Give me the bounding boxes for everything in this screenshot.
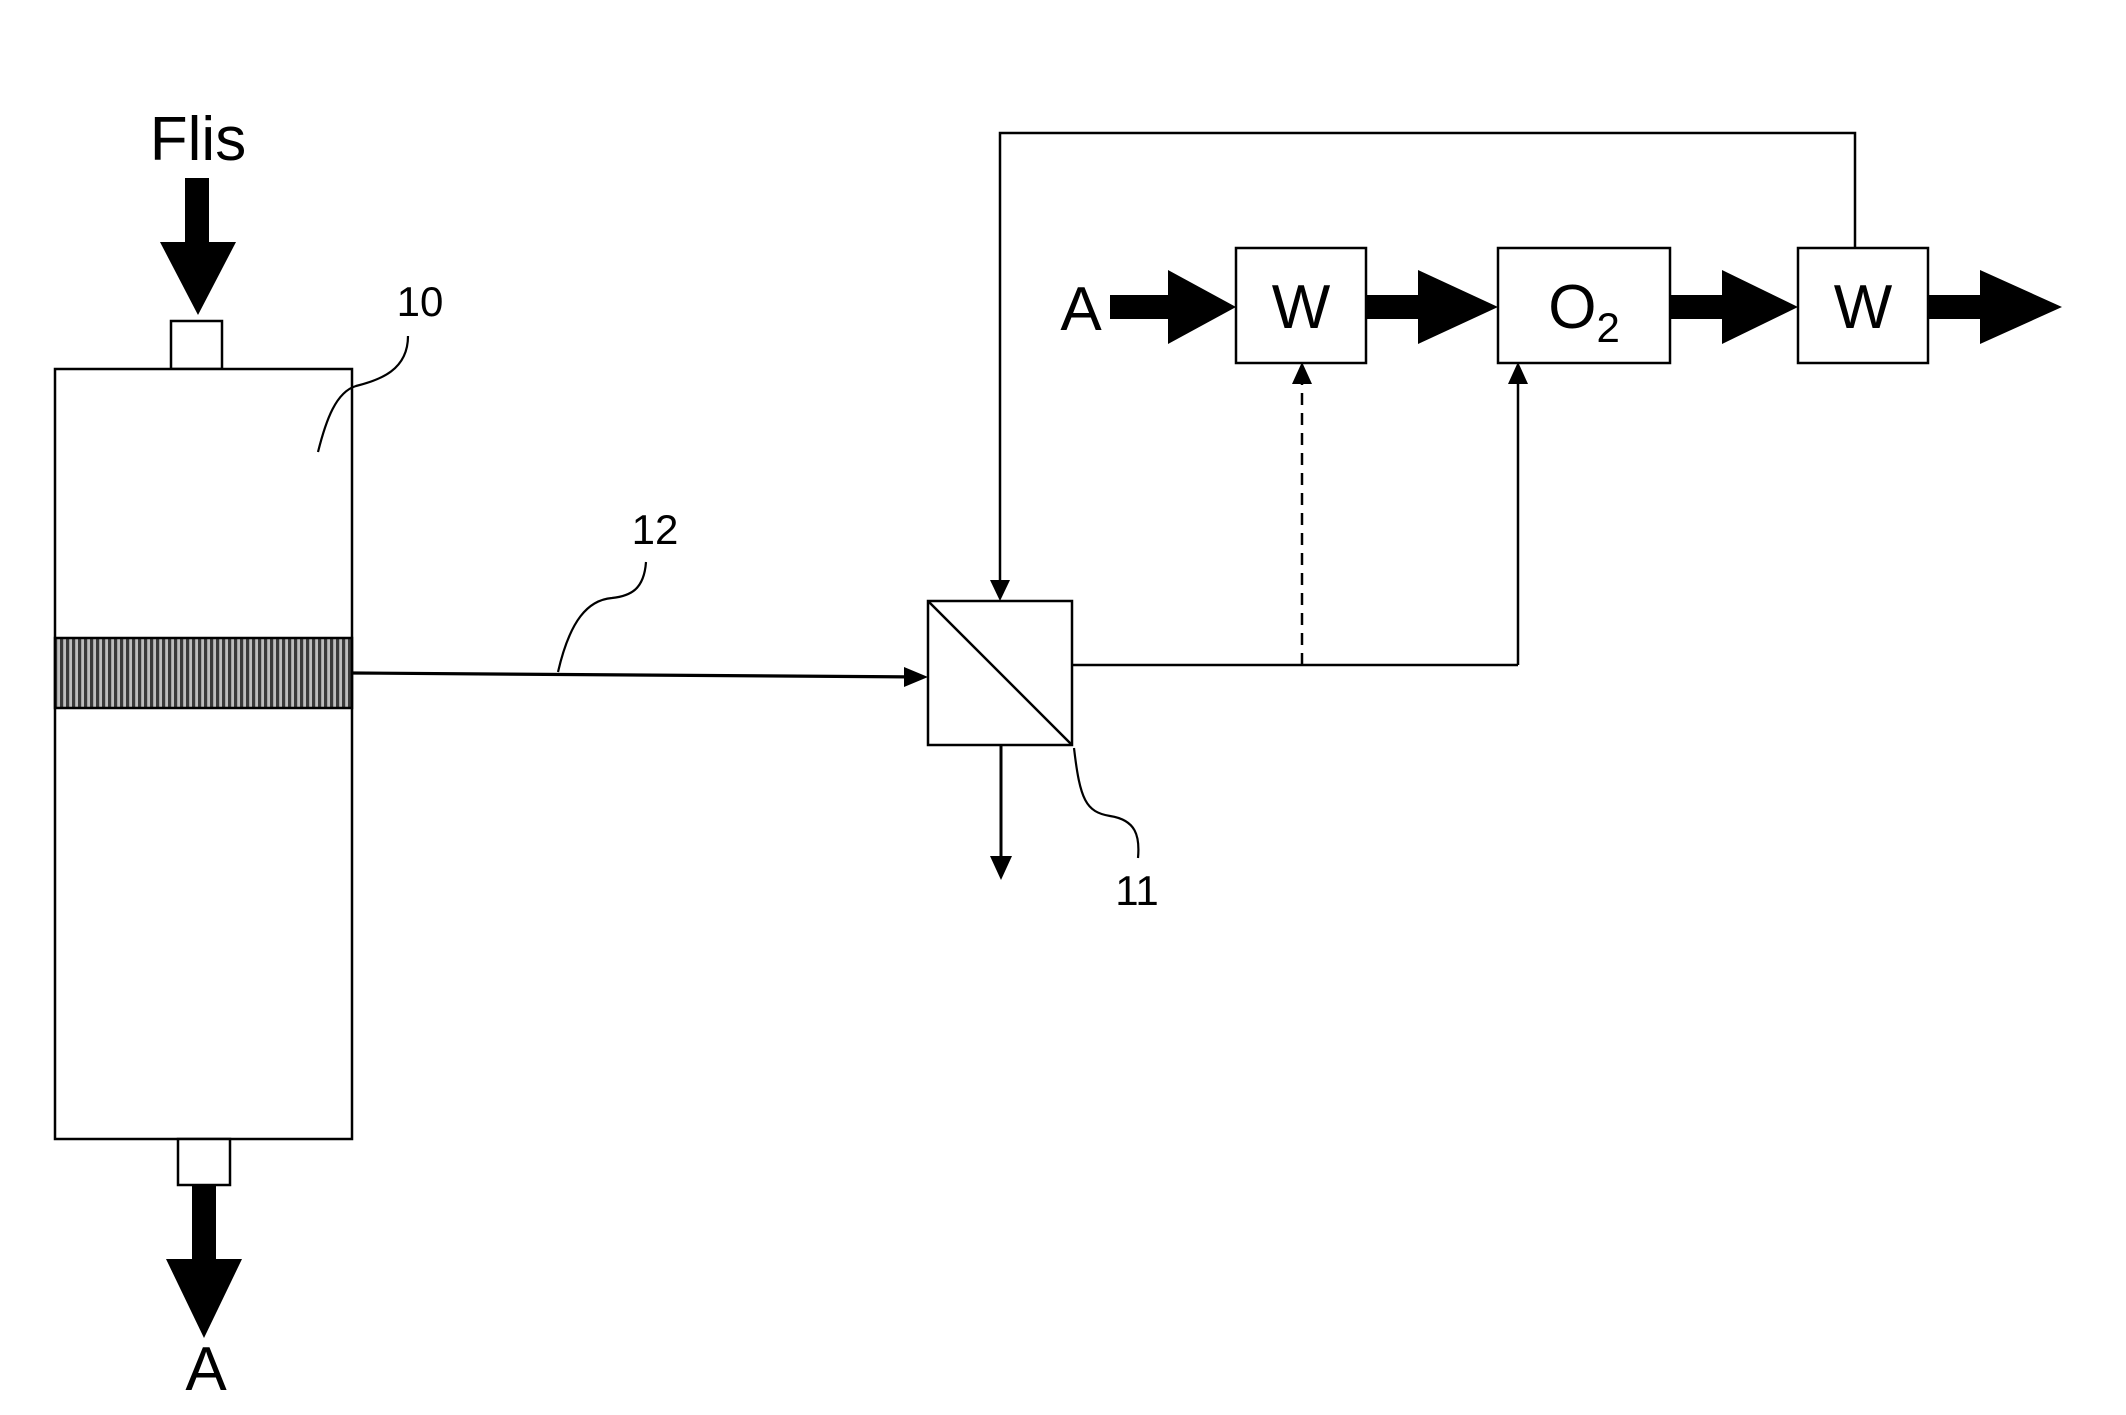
o2-subscript: 2	[1596, 304, 1619, 351]
sample-line-arrowhead	[904, 667, 928, 687]
reactor-output-arrow	[166, 1185, 242, 1338]
flis-input-arrow	[160, 178, 236, 315]
o2-main-text: O	[1548, 273, 1596, 342]
flow-arrow-o2-to-w	[1670, 270, 1798, 344]
flow-arrow-output	[1928, 270, 2062, 344]
bottom-output-label: A	[185, 1335, 227, 1404]
inlet-stream-label: A	[1060, 275, 1102, 344]
line-12-leader	[558, 562, 646, 672]
feedback-loop-arrowhead	[990, 580, 1010, 601]
first-w-label: W	[1272, 273, 1331, 342]
reactor-column	[55, 321, 352, 1185]
reactor-top-nozzle	[171, 321, 222, 369]
flow-arrow-a-to-w	[1110, 270, 1236, 344]
last-w-box: W	[1798, 248, 1928, 363]
feedback-loop-line	[1000, 133, 1855, 582]
reactor-catalyst-band	[55, 638, 352, 708]
o2-box: O2	[1498, 248, 1670, 363]
separator-drain-arrowhead	[990, 856, 1012, 880]
last-w-label: W	[1834, 273, 1893, 342]
first-w-box: W	[1236, 248, 1366, 363]
separator-number-label: 11	[1115, 867, 1159, 914]
input-material-label: Flis	[150, 105, 246, 174]
sample-line-12	[352, 673, 922, 677]
reactor-bottom-nozzle	[178, 1139, 230, 1185]
signal-to-first-w-arrowhead	[1292, 362, 1312, 384]
signal-to-o2-arrowhead	[1508, 362, 1528, 384]
reactor-number-label: 10	[397, 278, 444, 325]
line-number-label: 12	[632, 506, 679, 553]
separator-leader-line	[1074, 748, 1138, 858]
reactor-body	[55, 369, 352, 1139]
flow-arrow-w-to-o2	[1366, 270, 1498, 344]
separator-unit	[928, 601, 1072, 745]
